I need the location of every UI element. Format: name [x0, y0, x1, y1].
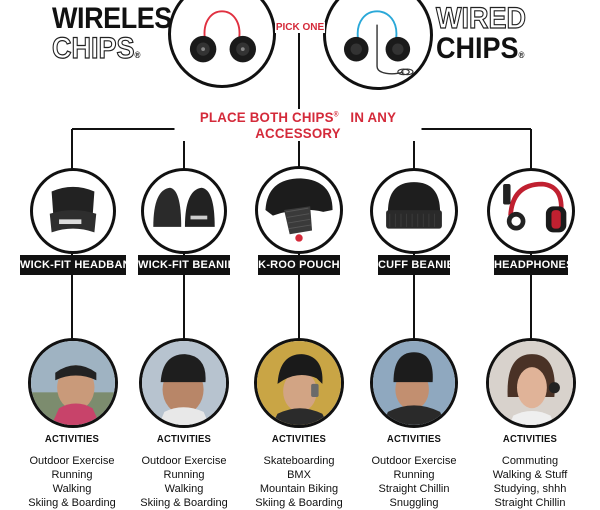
- activity-item: Walking: [52, 483, 92, 495]
- accessory-beanie-image: [141, 168, 227, 254]
- helmet-pouch-icon: [265, 178, 333, 242]
- activity-item: Commuting: [501, 455, 559, 467]
- accessory-cuff-beanie-image: [370, 168, 458, 254]
- activity-item: Outdoor Exercise: [29, 455, 115, 467]
- activity-item: Skiing & Boarding: [140, 497, 228, 509]
- activity-item: Outdoor Exercise: [371, 455, 457, 467]
- person-headphones-photo-icon: [489, 341, 573, 425]
- activity-photo-cuff-beanie: [370, 338, 458, 428]
- plate-pouch: K-ROO POUCH: [258, 255, 340, 275]
- person-helmet-photo-icon: [257, 341, 341, 425]
- headband-icon: [49, 186, 97, 233]
- wireless-chips-image: [168, 0, 276, 88]
- activity-item: Running: [393, 469, 435, 481]
- plate-beanie: WICK-FIT BEANIE: [138, 255, 235, 275]
- activity-photo-headphones: [486, 338, 576, 428]
- brand-wireless-line2: CHIPS®: [51, 32, 141, 65]
- wireless-chips-icon: [189, 10, 256, 63]
- activity-item: Running: [163, 469, 205, 481]
- activity-item: Studying, shhh: [493, 483, 567, 495]
- brand-wireless-line1: WIRELESS: [52, 2, 190, 35]
- activities-beanie: ACTIVITIES Outdoor Exercise Running Walk…: [124, 434, 244, 510]
- activity-item: Skiing & Boarding: [28, 497, 116, 509]
- activity-item: Straight Chillin: [494, 497, 566, 509]
- wired-chips-icon: [343, 10, 414, 76]
- activities-heading: ACTIVITIES: [502, 434, 558, 445]
- accessory-headphones-image: [487, 168, 575, 254]
- brand-wired-line2: CHIPS®: [436, 32, 525, 65]
- brand-wireless-chips: WIRELESS CHIPS®: [51, 2, 205, 70]
- person-beanie-photo-icon: [142, 341, 226, 425]
- beanie-earflaps-icon: [153, 187, 215, 227]
- plate-headphones: HEADPHONES: [494, 255, 573, 275]
- activity-photo-beanie: [139, 338, 229, 428]
- plate-cuff-beanie: CUFF BEANIE: [378, 255, 454, 275]
- brand-wired-line1: WIRED: [435, 2, 526, 35]
- brand-wired-chips: WIRED CHIPS®: [435, 2, 536, 70]
- activities-headband: ACTIVITIES Outdoor Exercise Running Walk…: [12, 434, 132, 510]
- place-both-chips-label: PLACE BOTH CHIPS® IN ANY ACCESSORY: [174, 109, 422, 141]
- activities-heading: ACTIVITIES: [44, 434, 100, 445]
- activity-item: Walking: [164, 483, 204, 495]
- activity-item: Straight Chillin: [378, 483, 450, 495]
- headphones-icon: [503, 181, 567, 233]
- activity-item: Snuggling: [389, 497, 439, 509]
- activity-item: Walking & Stuff: [492, 469, 568, 481]
- activities-headphones: ACTIVITIES Commuting Walking & Stuff Stu…: [470, 434, 590, 510]
- activities-cuff-beanie: ACTIVITIES Outdoor Exercise Running Stra…: [354, 434, 474, 510]
- person-cuff-beanie-photo-icon: [373, 341, 455, 425]
- activity-item: Mountain Biking: [259, 483, 339, 495]
- activity-item: Running: [51, 469, 93, 481]
- person-headband-photo-icon: [31, 341, 115, 425]
- activity-photo-headband: [28, 338, 118, 428]
- activities-pouch: ACTIVITIES Skateboarding BMX Mountain Bi…: [239, 434, 359, 510]
- activity-item: Skateboarding: [263, 455, 335, 467]
- accessory-pouch-image: [255, 166, 343, 254]
- activity-photo-pouch: [254, 338, 344, 428]
- pick-one-label: PICK ONE: [275, 22, 325, 33]
- activity-item: Outdoor Exercise: [141, 455, 227, 467]
- accessory-headband-image: [30, 168, 116, 254]
- plate-headband: WICK-FIT HEADBAND: [20, 255, 139, 275]
- activity-item: Skiing & Boarding: [255, 497, 343, 509]
- activities-heading: ACTIVITIES: [386, 434, 442, 445]
- activity-item: BMX: [287, 469, 311, 481]
- cuff-beanie-icon: [386, 182, 442, 229]
- wired-chips-image: [323, 0, 433, 90]
- activities-heading: ACTIVITIES: [271, 434, 327, 445]
- activities-heading: ACTIVITIES: [156, 434, 212, 445]
